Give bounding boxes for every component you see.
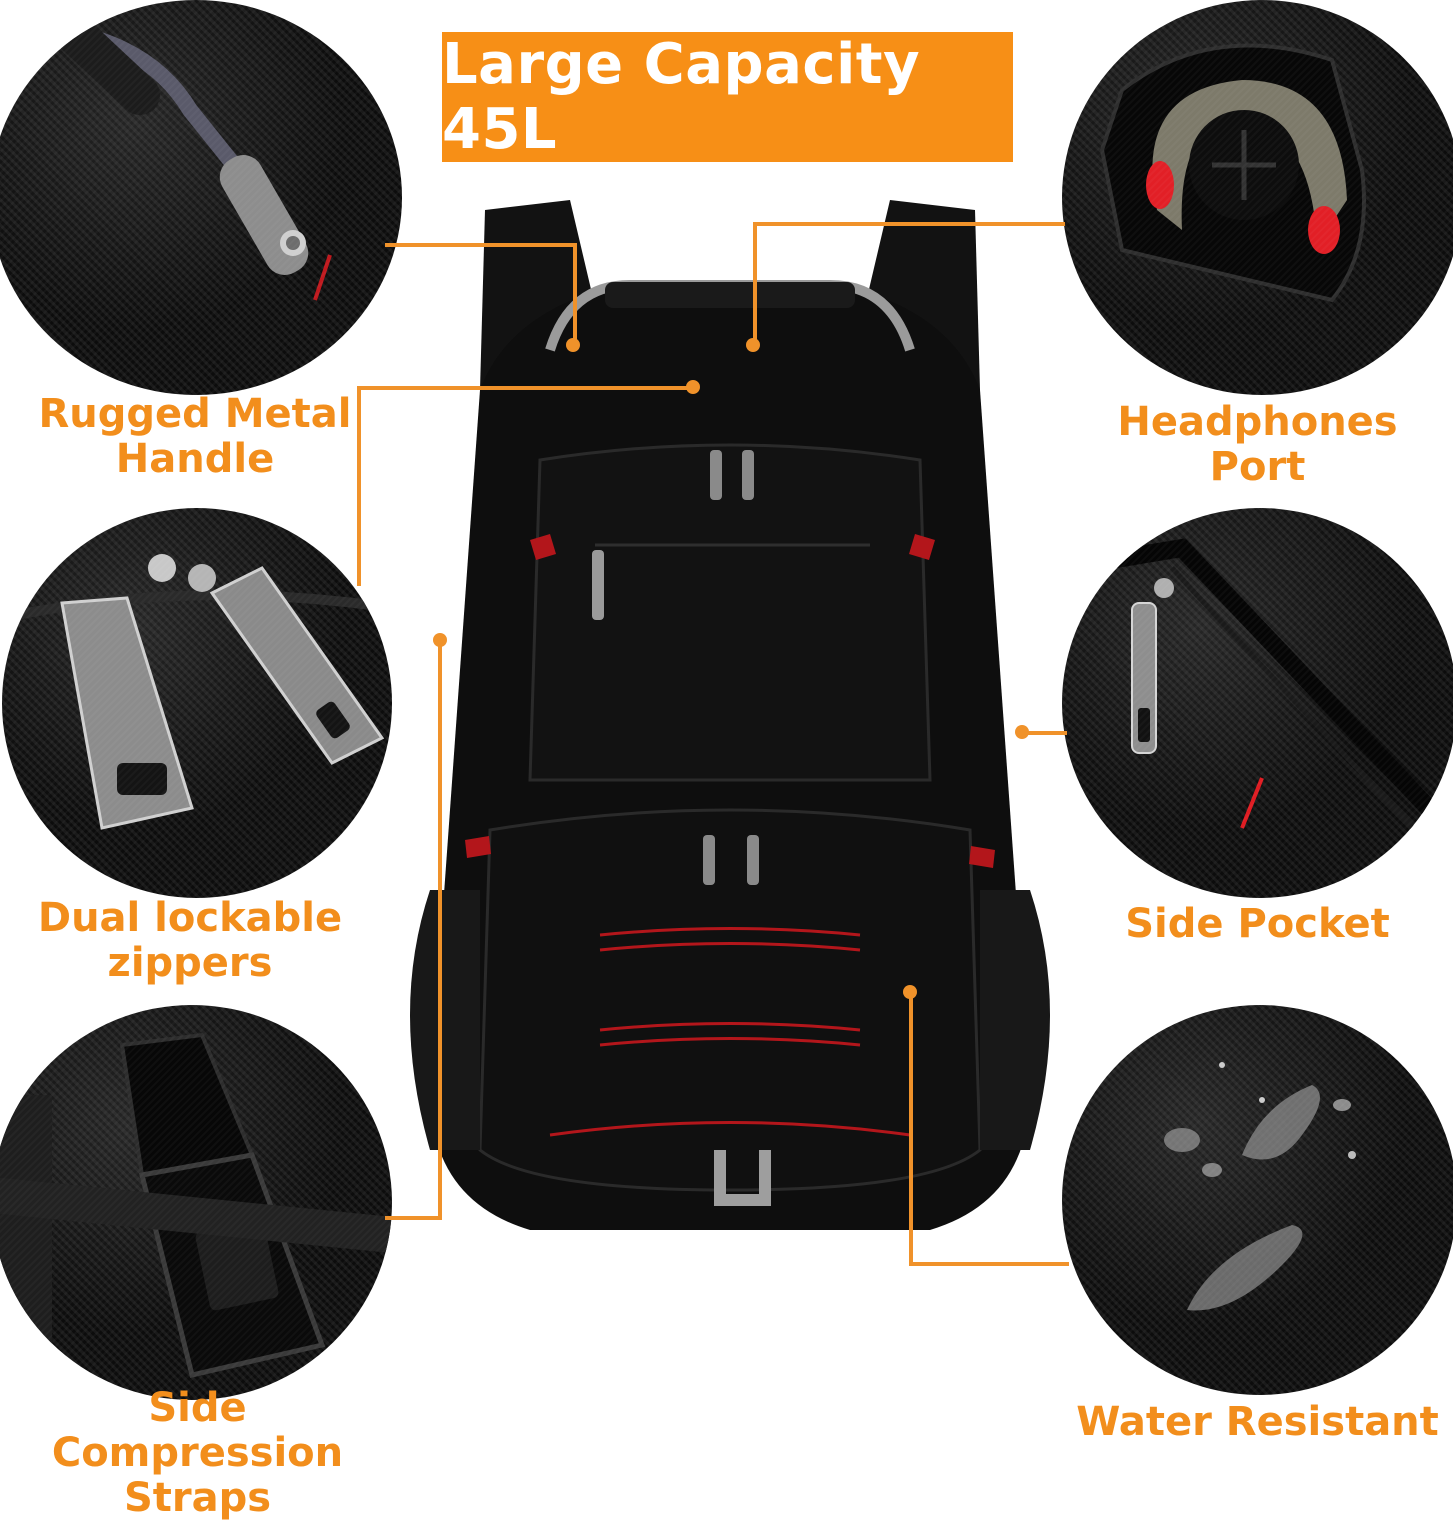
side-pocket-detail [1062,508,1453,898]
callout-line-zippers-v [357,386,361,586]
headphones-port-detail [1062,0,1453,395]
capacity-title: Large Capacity 45L [442,32,921,162]
callout-line-handle-h [385,243,577,247]
callout-line-straps-v [438,640,442,1220]
side-compression-straps-label: Side Compression Straps [51,1385,344,1521]
water-droplets-icon [1164,1062,1356,1311]
water-resistant-label: Water Resistant [1076,1399,1439,1445]
callout-line-handle-v [573,243,577,345]
callout-line-zippers-h [357,386,695,390]
callout-line-straps-h [385,1216,442,1220]
side-pocket-label: Side Pocket [1125,901,1390,947]
dual-lockable-zippers-label: Dual lockable zippers [37,895,343,986]
callout-dot-water [903,985,917,999]
capacity-banner: Large Capacity 45L [442,32,1013,162]
callout-line-water-v [909,990,913,1266]
side-compression-straps-detail [0,1005,392,1400]
zipper-pulls-icon [2,554,392,830]
callout-dot-zippers [686,380,700,394]
dual-lockable-zippers-detail [2,508,392,898]
rugged-metal-handle-detail [0,0,402,395]
headphone-port-icon [1099,43,1366,303]
callout-dot-handle [566,338,580,352]
callout-line-water-h [909,1262,1069,1266]
callout-line-headphones-h [753,222,1065,226]
water-resistant-detail [1062,1005,1453,1395]
callout-line-headphones-v [753,222,757,342]
buckle-icon [0,1032,392,1378]
callout-dot-straps [433,633,447,647]
callout-dot-headphones [746,338,760,352]
callout-dot-side-pocket [1015,725,1029,739]
rugged-metal-handle-label: Rugged Metal Handle [38,391,352,482]
callout-line-side-pocket-h [1022,731,1067,735]
backpack-image [410,200,1050,1230]
metal-handle-icon [40,0,332,301]
headphones-port-label: Headphones Port [1117,399,1398,490]
side-pocket-zipper-icon [1062,538,1453,845]
